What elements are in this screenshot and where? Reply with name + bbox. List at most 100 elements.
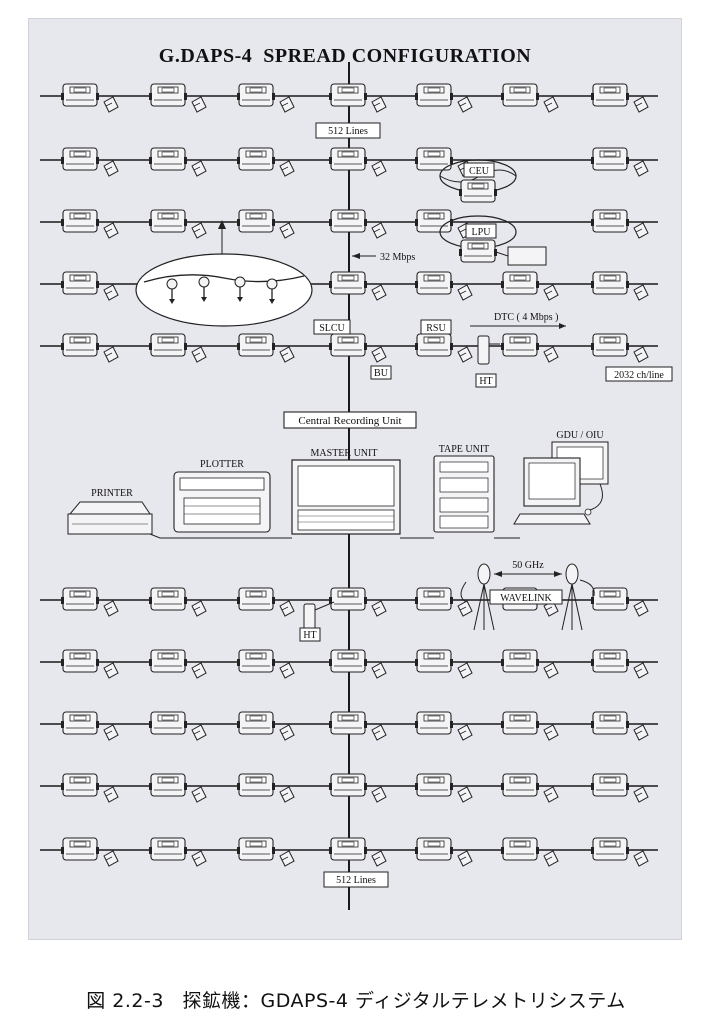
lines-top-label: 512 Lines [328,126,368,137]
field-unit [328,587,368,611]
battery-unit [279,96,295,113]
field-unit [590,271,630,295]
battery-unit [457,850,473,867]
field-unit [590,83,630,107]
battery-unit [279,662,295,679]
field-unit [414,773,454,797]
battery-unit [103,662,119,679]
battery-unit [633,662,649,679]
field-unit [328,333,368,357]
field-unit [590,837,630,861]
figure-caption: 図 2.2-3 探鉱機：GDAPS-4 ディジタルテレメトリシステム [0,986,712,1013]
spread-line [40,711,658,741]
recording-bus [149,483,603,539]
field-unit [414,271,454,295]
battery-unit [191,346,207,363]
rsu-label: RSU [426,323,446,334]
field-unit [60,773,100,797]
battery-unit [457,600,473,617]
field-unit [236,837,276,861]
battery-unit [371,662,387,679]
field-unit [236,649,276,673]
battery-unit [371,346,387,363]
printer: PRINTER [67,488,153,535]
figure-title: 探鉱機：GDAPS-4 ディジタルテレメトリシステム [182,990,626,1012]
field-unit [236,773,276,797]
spread-line [40,83,658,113]
field-unit [60,649,100,673]
battery-unit [191,662,207,679]
rsu-annotation: RSU [420,319,452,335]
battery-unit [103,222,119,239]
field-unit [60,209,100,233]
field-unit [60,837,100,861]
battery-unit [457,284,473,301]
spread-line [40,837,658,867]
battery-unit [279,600,295,617]
field-unit [60,271,100,295]
battery-unit [103,786,119,803]
battery-unit [633,850,649,867]
field-unit [590,773,630,797]
central-recording-unit-label: Central Recording Unit [298,415,401,427]
battery-unit [633,284,649,301]
battery-unit [279,160,295,177]
field-unit [414,83,454,107]
battery-unit [279,850,295,867]
battery-unit [457,346,473,363]
figure-number: 図 2.2-3 [86,990,164,1012]
field-unit [148,333,188,357]
battery-unit [371,96,387,113]
battery-unit [543,96,559,113]
battery-unit [543,724,559,741]
battery-unit [457,96,473,113]
gdu-oiu-label: GDU / OIU [556,430,604,441]
spread-line [40,649,658,679]
battery-unit [633,222,649,239]
field-unit [328,147,368,171]
battery-unit [543,850,559,867]
field-unit [328,837,368,861]
diagram-title: G.DAPS-4 SPREAD CONFIGURATION [159,45,531,67]
slcu-annotation: SLCU [313,319,351,335]
field-unit [414,333,454,357]
battery-unit [279,222,295,239]
battery-unit [633,160,649,177]
battery-unit [191,850,207,867]
field-unit [328,773,368,797]
field-unit [148,587,188,611]
field-unit [328,209,368,233]
field-unit [328,711,368,735]
lpu-label: LPU [472,227,492,238]
tape-unit: TAPE UNIT [433,444,495,533]
battery-unit [279,346,295,363]
field-unit [590,649,630,673]
field-unit [590,147,630,171]
battery-unit [191,160,207,177]
plotter-label: PLOTTER [200,459,244,470]
battery-unit [191,222,207,239]
field-unit [414,649,454,673]
battery-unit [103,850,119,867]
field-unit [236,587,276,611]
rate-32-label: 32 Mbps [380,252,415,263]
field-unit [414,711,454,735]
field-unit [328,649,368,673]
ht-bottom-annotation: HT [299,601,335,642]
battery-unit [633,786,649,803]
field-unit [236,333,276,357]
battery-unit [191,724,207,741]
printer-label: PRINTER [91,488,133,499]
battery-unit [543,284,559,301]
battery-unit [371,850,387,867]
battery-unit [191,96,207,113]
battery-unit [543,662,559,679]
lines-top-box: 512 Lines [315,122,381,139]
spread-line [40,147,658,177]
battery-unit [371,724,387,741]
field-unit [500,271,540,295]
field-unit [236,83,276,107]
bu-label: BU [374,368,389,379]
field-unit [60,711,100,735]
field-unit [236,147,276,171]
